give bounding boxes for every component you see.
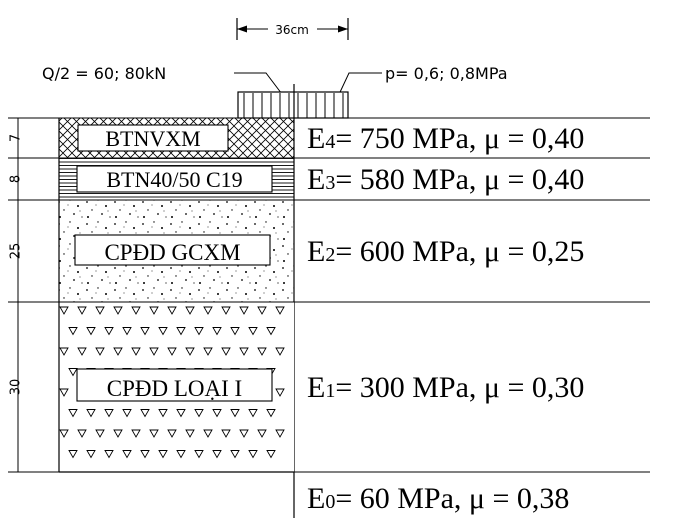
modulus-symbol: E xyxy=(307,163,325,196)
modulus-symbol: E xyxy=(307,235,325,268)
material-label: CPĐD LOẠI I xyxy=(107,376,242,401)
subgrade-modulus: E0= 60 MPa, μ = 0,38 xyxy=(307,482,569,515)
layer-modulus: E4= 750 MPa, μ = 0,40 xyxy=(307,122,584,155)
modulus-value: = 300 MPa, μ = 0,30 xyxy=(335,371,584,404)
material-box xyxy=(76,368,273,402)
subgrade-modulus-index: 0 xyxy=(325,491,335,513)
tire-pressure-label: p= 0,6; 0,8MPa xyxy=(385,64,508,83)
layer-thickness: 8 xyxy=(9,175,24,183)
material-box xyxy=(76,165,273,193)
subgrade-modulus-value: = 60 MPa, μ = 0,38 xyxy=(335,482,569,515)
subgrade-modulus-symbol: E xyxy=(307,482,325,515)
layer-modulus: E2= 600 MPa, μ = 0,25 xyxy=(307,235,584,268)
modulus-value: = 600 MPa, μ = 0,25 xyxy=(335,235,584,268)
axle-load-label: Q/2 = 60; 80kN xyxy=(42,64,166,83)
tire-pressure-block xyxy=(237,91,349,119)
material-box xyxy=(74,234,271,266)
material-box xyxy=(77,124,229,152)
layer-thickness: 7 xyxy=(9,134,24,142)
layer-modulus: E3= 580 MPa, μ = 0,40 xyxy=(307,163,584,196)
material-label: BTN40/50 C19 xyxy=(106,167,242,192)
layer-thickness: 30 xyxy=(9,379,24,396)
modulus-index: 1 xyxy=(325,380,335,402)
modulus-value: = 750 MPa, μ = 0,40 xyxy=(335,122,584,155)
modulus-index: 2 xyxy=(325,244,335,266)
layer-4: 30 CPĐD LOẠI I E1= 300 MPa, μ = 0,30 xyxy=(8,301,650,472)
material-label: CPĐD GCXM xyxy=(104,240,240,265)
svg-text:E0= 60 MPa, μ = 0,38: E0= 60 MPa, μ = 0,38 xyxy=(307,482,569,515)
modulus-index: 4 xyxy=(325,131,335,153)
layer-3: 25 CPĐD GCXM E2= 600 MPa, μ = 0,25 xyxy=(8,199,650,302)
modulus-symbol: E xyxy=(307,122,325,155)
wheel-width-dimension: 36cm xyxy=(236,18,349,40)
modulus-symbol: E xyxy=(307,371,325,404)
layer-modulus: E1= 300 MPa, μ = 0,30 xyxy=(307,371,584,404)
material-label: BTNVXM xyxy=(105,126,200,151)
layer-1: 7 BTNVXM E4= 750 MPa, μ = 0,40 xyxy=(8,117,650,158)
modulus-value: = 580 MPa, μ = 0,40 xyxy=(335,163,584,196)
layer-thickness: 25 xyxy=(9,243,24,260)
modulus-index: 3 xyxy=(325,172,335,194)
wheel-width-label: 36cm xyxy=(275,23,309,37)
layer-2: 8 BTN40/50 C19 E3= 580 MPa, μ = 0,40 xyxy=(8,157,650,200)
